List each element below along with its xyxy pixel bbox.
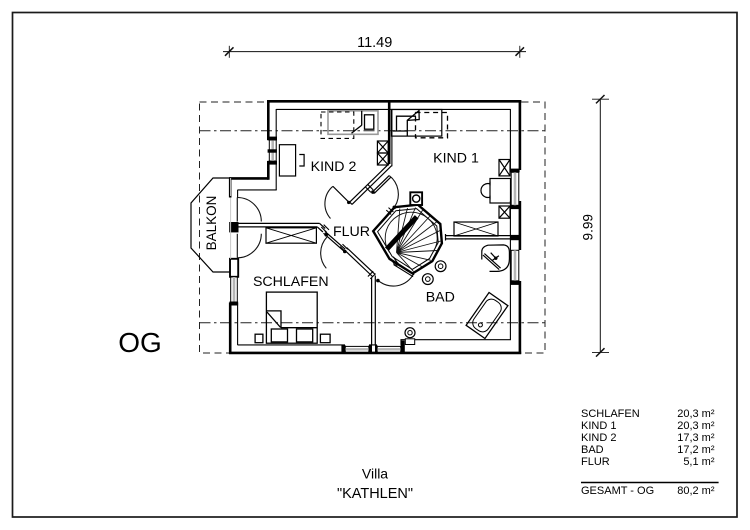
svg-text:BAD: BAD [581,444,604,456]
svg-text:SCHLAFEN: SCHLAFEN [581,408,640,420]
svg-text:"KATHLEN": "KATHLEN" [337,486,413,502]
svg-text:SCHLAFEN: SCHLAFEN [253,274,329,290]
svg-text:17,2 m²: 17,2 m² [677,444,715,456]
svg-text:11.49: 11.49 [357,35,392,51]
svg-text:Villa: Villa [362,466,388,482]
svg-text:BAD: BAD [426,290,455,306]
svg-text:20,3 m²: 20,3 m² [677,408,715,420]
svg-text:9.99: 9.99 [581,214,596,240]
svg-text:KIND 1: KIND 1 [433,151,479,167]
svg-text:KIND 2: KIND 2 [311,159,357,175]
svg-text:OG: OG [118,327,162,358]
svg-text:17,3 m²: 17,3 m² [677,432,715,444]
svg-text:KIND 1: KIND 1 [581,420,616,432]
svg-text:5,1 m²: 5,1 m² [683,456,715,468]
svg-text:20,3 m²: 20,3 m² [677,420,715,432]
svg-text:BALKON: BALKON [204,196,219,251]
svg-text:80,2 m²: 80,2 m² [677,485,715,497]
svg-text:FLUR: FLUR [581,456,610,468]
svg-text:KIND 2: KIND 2 [581,432,616,444]
svg-text:GESAMT - OG: GESAMT - OG [581,485,654,497]
svg-text:FLUR: FLUR [333,224,370,240]
